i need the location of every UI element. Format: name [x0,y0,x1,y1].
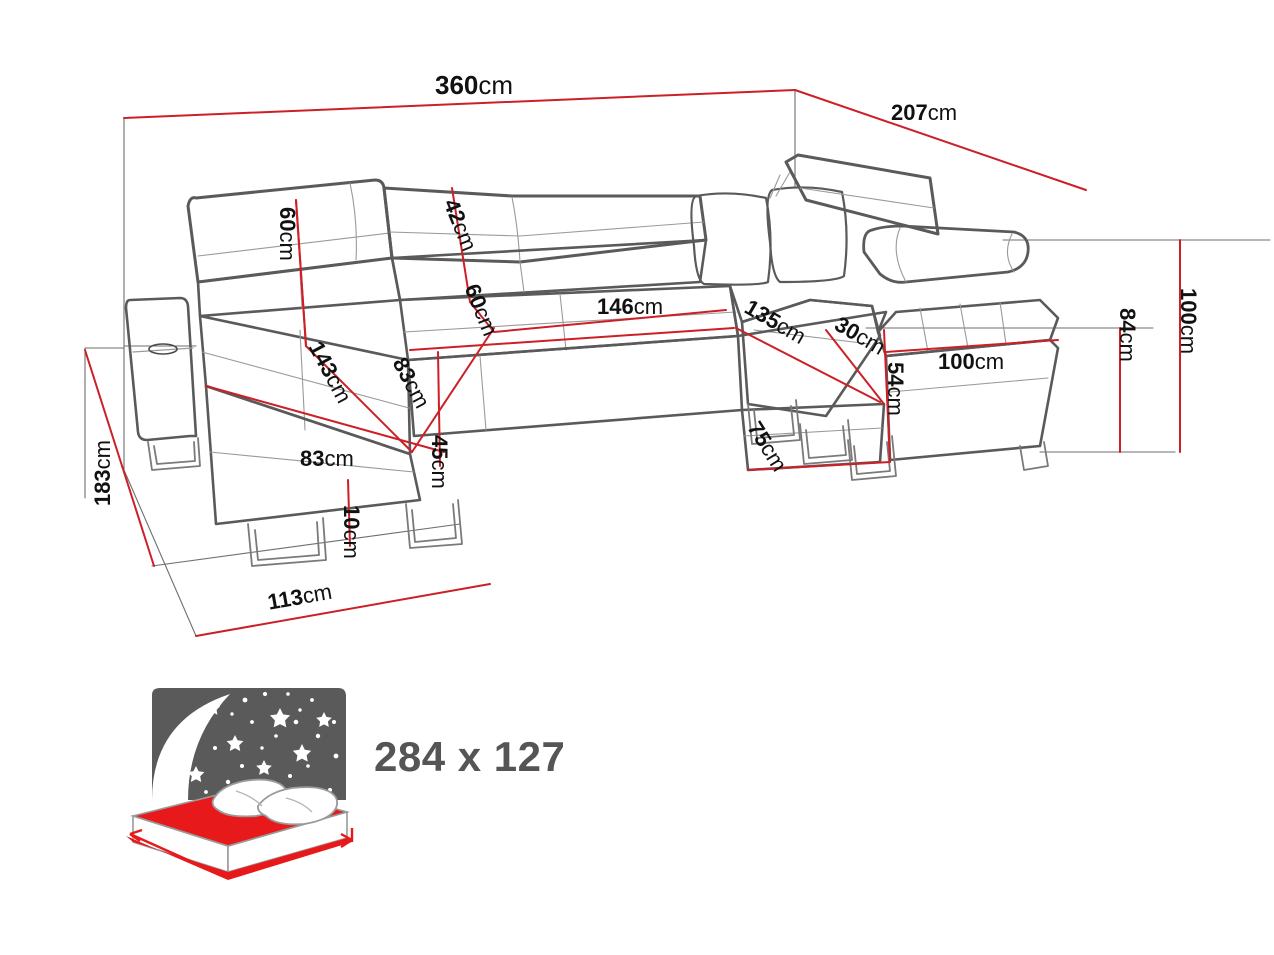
stars-decoration [170,691,339,800]
right-bolster [862,224,1030,284]
dimension-lines [84,89,1181,637]
cupholder-icon [148,343,178,355]
sleeping-area-size-label: 284 x 127 [374,733,566,780]
dim-label-overall-width: 360cm [435,70,514,100]
dim-label-overall-depth: 207cm [891,100,958,125]
pillow-crease [235,790,313,813]
mattress-dimension-arrows [129,828,354,880]
sofa-foot [747,399,897,481]
sofa-foot [247,499,463,567]
sofa-foot [147,437,201,471]
throw-pillow [690,192,772,286]
dim-label-chaise-seat-width: 83cm [300,446,354,471]
dim-label-seat-width-main: 146cm [597,294,664,319]
left-armrest [124,296,198,442]
right-backrest [784,153,940,236]
corner-seat [728,284,888,338]
left-chaise-base [204,384,422,526]
throw-pillow [766,186,848,284]
dim-label-right-seat-width: 100cm [938,349,1005,374]
pillow [211,778,339,826]
left-armrest-detail [132,343,194,355]
sofa-foot [1019,441,1049,471]
